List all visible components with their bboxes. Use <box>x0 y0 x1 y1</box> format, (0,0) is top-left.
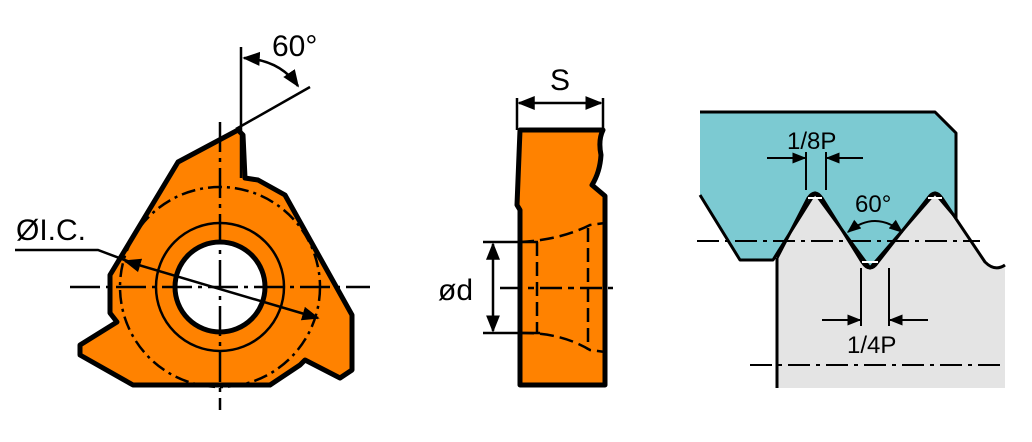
ic-leader <box>15 248 131 264</box>
angle-arc <box>242 51 300 88</box>
angle-label: 60° <box>272 30 317 63</box>
thread-angle-arc <box>846 219 904 233</box>
ic-label: ØI.C. <box>16 214 86 247</box>
workpiece <box>777 193 1005 388</box>
d-label: ød <box>438 274 473 307</box>
thread-profile: 1/8P 60° 1/4P <box>697 110 1006 388</box>
angle-ref-inclined <box>235 85 311 131</box>
crest-label: 1/8P <box>787 128 836 155</box>
thread-angle-label: 60° <box>855 191 891 218</box>
crest-flat <box>808 197 942 263</box>
root-label: 1/4P <box>847 332 896 359</box>
s-label: S <box>550 64 570 97</box>
hidden-hole-outline <box>519 221 606 354</box>
ic-dimension <box>123 258 320 321</box>
insert-side-body <box>514 127 608 388</box>
insert-side-view: S ød <box>438 64 613 388</box>
insert-top-view: 60° ØI.C. <box>15 30 370 410</box>
